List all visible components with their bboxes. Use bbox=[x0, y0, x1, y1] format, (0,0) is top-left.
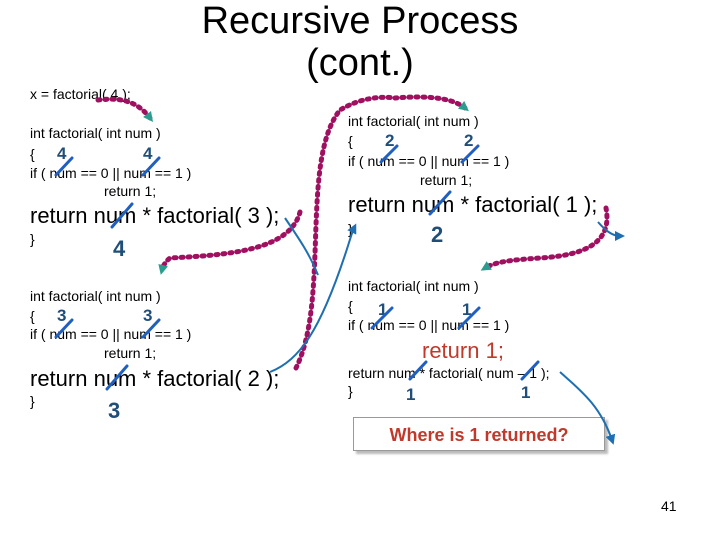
frame-recursive-return: return num * factorial( num – 1 ); bbox=[348, 365, 550, 381]
frame-brace-open: { bbox=[30, 308, 35, 324]
frame-brace-open: { bbox=[348, 298, 353, 314]
question-callout: Where is 1 returned? bbox=[353, 417, 605, 451]
strike-mark bbox=[408, 360, 428, 381]
return-arrow-frame1 bbox=[559, 371, 616, 445]
frame-result-value-left: 1 bbox=[406, 385, 416, 404]
frame-recursive-return: return num * factorial( 1 ); bbox=[348, 192, 598, 217]
frame-condition: if ( num == 0 || num == 1 ) bbox=[348, 317, 510, 333]
call-arrow-frame3-to-frame2 bbox=[293, 94, 398, 371]
strike-mark bbox=[141, 318, 161, 339]
frame-num-value-right: 3 bbox=[143, 306, 153, 325]
frame-header: int factorial( int num ) bbox=[30, 125, 161, 141]
frame-num-value-left: 3 bbox=[57, 306, 67, 325]
frame-num-value-left: 4 bbox=[57, 144, 67, 163]
strike-marks bbox=[54, 144, 540, 391]
frame-brace-open: { bbox=[30, 146, 35, 162]
call-arrow-main-to-frame4 bbox=[95, 96, 154, 122]
strike-mark bbox=[141, 156, 161, 177]
return-arrow-frame3 bbox=[269, 223, 357, 373]
frame-brace-close: } bbox=[30, 231, 35, 247]
frame-header: int factorial( int num ) bbox=[348, 278, 479, 294]
frame-num-value-right: 4 bbox=[143, 144, 153, 163]
frame-return-one: return 1; bbox=[420, 172, 473, 188]
frame-header: int factorial( int num ) bbox=[348, 113, 479, 129]
frame-result-value: 3 bbox=[108, 398, 121, 423]
strike-mark bbox=[457, 306, 481, 330]
page-number: 41 bbox=[661, 498, 677, 514]
frame-recursive-return: return num * factorial( 3 ); bbox=[30, 203, 280, 228]
strike-mark bbox=[370, 306, 394, 330]
frame-num-value-left: 1 bbox=[378, 300, 388, 319]
return-arrow-frame2 bbox=[597, 221, 625, 241]
frame-return-one-highlighted: return 1; bbox=[422, 338, 504, 363]
strike-mark bbox=[105, 364, 129, 391]
frame-brace-close: } bbox=[348, 383, 353, 399]
frame-num-value-right: 2 bbox=[464, 131, 474, 150]
frame-header: int factorial( int num ) bbox=[30, 288, 161, 304]
frame-brace-open: { bbox=[348, 133, 353, 149]
strike-mark bbox=[54, 156, 74, 177]
strike-mark bbox=[110, 202, 134, 229]
title-line-2: (cont.) bbox=[306, 42, 414, 84]
frame-brace-close: } bbox=[30, 393, 35, 409]
frame-return-one: return 1; bbox=[104, 345, 157, 361]
call-arrow-frame4-to-frame3 bbox=[158, 209, 303, 275]
frame-result-value-right: 1 bbox=[521, 383, 531, 402]
frame-num-value-left: 2 bbox=[385, 131, 395, 150]
call-arrow-frame2-entry bbox=[392, 94, 469, 112]
frame-result-value: 4 bbox=[113, 236, 126, 261]
frame-num-value-right: 1 bbox=[462, 300, 472, 319]
call-arrow-frame2-to-frame1 bbox=[480, 205, 610, 271]
strike-mark bbox=[520, 360, 540, 381]
frame-result-value: 2 bbox=[431, 222, 444, 247]
strike-mark bbox=[460, 144, 480, 164]
strike-mark bbox=[379, 144, 399, 164]
frame-condition: if ( num == 0 || num == 1 ) bbox=[30, 165, 192, 181]
strike-mark bbox=[54, 318, 74, 339]
frame-recursive-return: return num * factorial( 2 ); bbox=[30, 366, 280, 391]
strike-mark bbox=[428, 190, 452, 216]
frame-return-one: return 1; bbox=[104, 183, 157, 199]
title-line-1: Recursive Process bbox=[201, 0, 519, 42]
return-arrow-frame4-curve bbox=[284, 217, 319, 276]
slide-title: Recursive Process (cont.) bbox=[195, 0, 525, 84]
